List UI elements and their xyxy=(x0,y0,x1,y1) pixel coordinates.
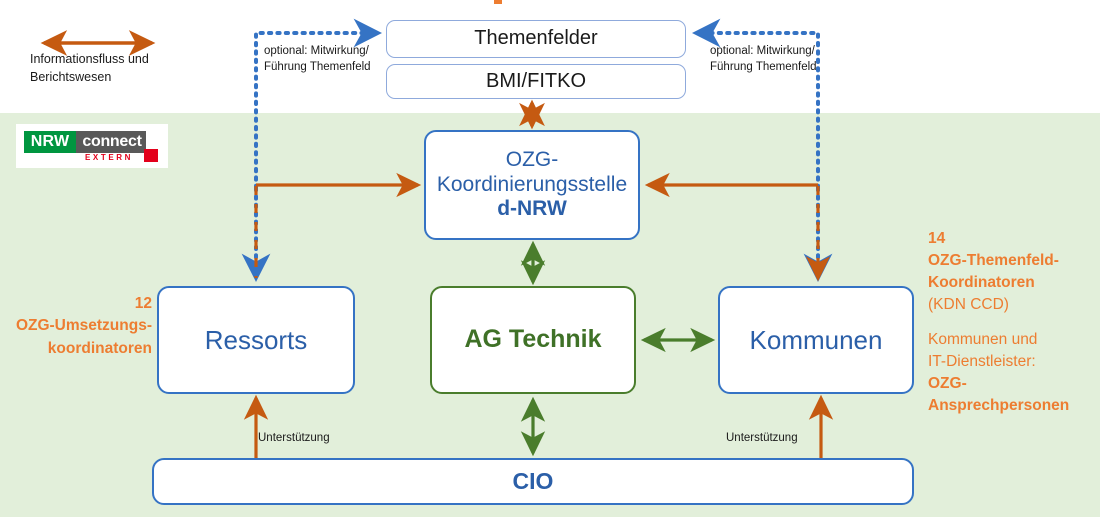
box-themenfelder-label: Themenfelder xyxy=(474,27,598,50)
koordstelle-line2: Koordinierungsstelle xyxy=(436,172,628,196)
box-themenfelder[interactable]: Themenfelder xyxy=(386,20,686,58)
cropped-top-marker xyxy=(494,0,502,4)
edge-label-support-right: Unterstützung xyxy=(726,432,798,444)
right-line1: OZG-Themenfeld- xyxy=(928,252,1059,269)
box-cio-label: CIO xyxy=(512,467,554,494)
left-line1: OZG-Umsetzungs- xyxy=(15,317,152,335)
box-ressorts-label: Ressorts xyxy=(204,324,308,355)
box-ag-technik-label: AG Technik xyxy=(464,325,602,354)
nrw-connect-extern-logo: NRW connect EXTERN xyxy=(16,124,168,168)
right-count: 14 xyxy=(928,230,946,247)
logo-red-square xyxy=(144,149,158,162)
right-line4: Kommunen und xyxy=(928,331,1038,348)
right-line2: Koordinatoren xyxy=(928,274,1035,291)
box-kommunen-label: Kommunen xyxy=(749,324,883,355)
note-optional-left: optional: Mitwirkung/ Führung Themenfeld xyxy=(264,45,371,73)
box-bmi-fitko-label: BMI/FITKO xyxy=(486,69,586,92)
right-line6: OZG- xyxy=(928,375,967,392)
note-optional-right: optional: Mitwirkung/ Führung Themenfeld xyxy=(710,45,817,73)
right-line5: IT-Dienstleister: xyxy=(928,353,1036,370)
box-ag-technik[interactable]: AG Technik xyxy=(430,286,636,394)
left-line2: koordinatoren xyxy=(47,339,152,357)
box-bmi-fitko[interactable]: BMI/FITKO xyxy=(386,64,686,99)
label-ozg-umsetzungskoordinatoren: 12 OZG-Umsetzungs- koordinatoren xyxy=(0,293,152,360)
logo-extern-text: EXTERN xyxy=(84,152,134,162)
logo-connect-text: connect xyxy=(82,133,142,150)
label-ozg-themenfeld-koordinatoren: 14 OZG-Themenfeld- Koordinatoren (KDN CC… xyxy=(928,228,1100,417)
right-spacer xyxy=(928,316,1100,329)
left-count: 12 xyxy=(134,295,152,312)
koordstelle-line3: d-NRW xyxy=(497,197,567,221)
legend-caption: Informationsfluss und Berichtswesen xyxy=(30,52,149,85)
box-ressorts[interactable]: Ressorts xyxy=(157,286,355,394)
box-kommunen[interactable]: Kommunen xyxy=(718,286,914,394)
edge-label-support-left: Unterstützung xyxy=(258,432,330,444)
logo-plate: NRW connect EXTERN xyxy=(24,131,160,162)
logo-nrw-text: NRW xyxy=(24,131,76,153)
right-line3: (KDN CCD) xyxy=(928,296,1009,313)
koordstelle-line1: OZG- xyxy=(505,147,559,171)
box-cio[interactable]: CIO xyxy=(152,458,914,505)
box-ozg-koordinierungsstelle[interactable]: OZG- Koordinierungsstelle d-NRW xyxy=(424,130,640,240)
right-line7: Ansprechpersonen xyxy=(928,397,1070,414)
